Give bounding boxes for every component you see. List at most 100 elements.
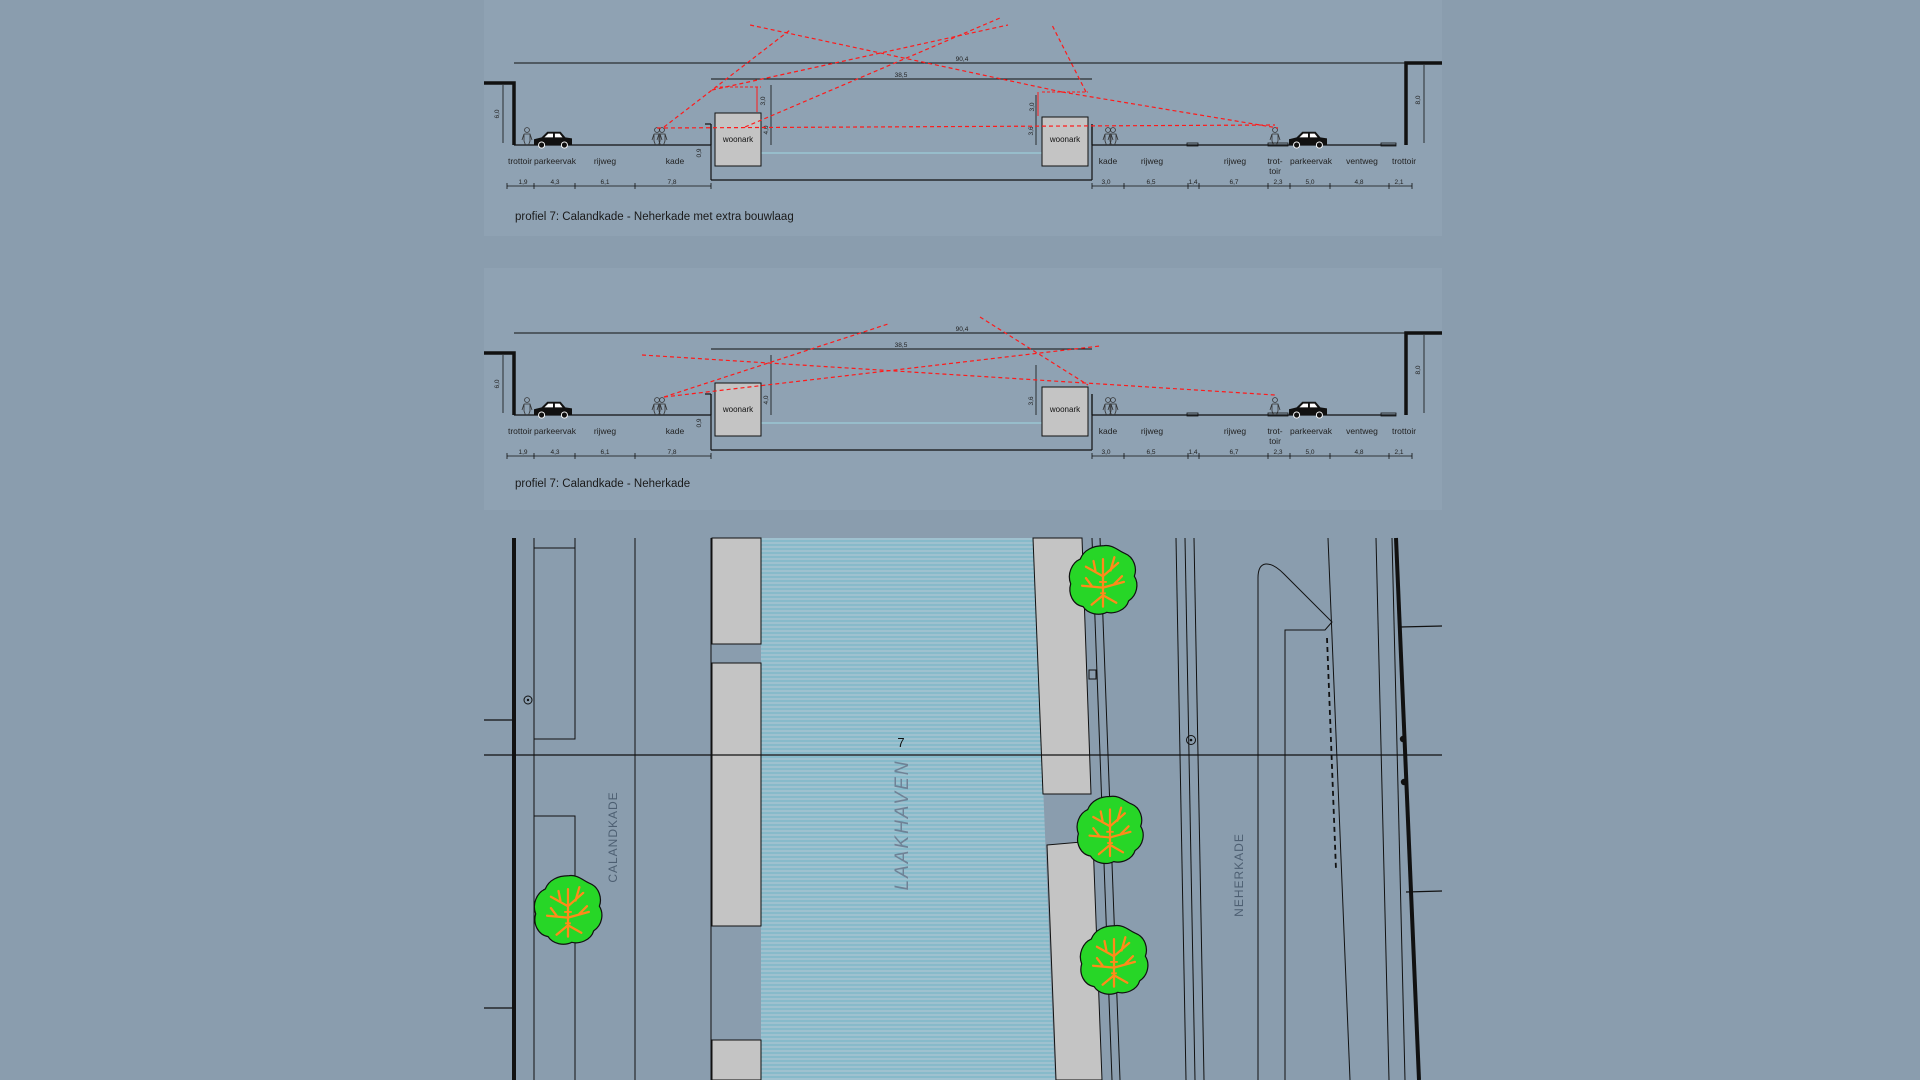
houseboat-plan bbox=[711, 662, 762, 927]
dimension-label: 1,9 bbox=[518, 179, 527, 186]
profile-label: rijweg bbox=[594, 156, 616, 166]
houseboat-right bbox=[1041, 116, 1089, 167]
houseboat-label: woonark bbox=[722, 135, 754, 144]
profile-label: rijweg bbox=[1141, 426, 1163, 436]
harbour-water bbox=[712, 538, 1055, 1080]
dimension-label: 6,7 bbox=[1229, 449, 1238, 456]
sight-line bbox=[744, 17, 1001, 128]
profile-label: parkeervak bbox=[1290, 156, 1333, 166]
profile-label: rijweg bbox=[1141, 156, 1163, 166]
profile-label: parkeervak bbox=[534, 156, 577, 166]
houseboat-plan bbox=[711, 1039, 762, 1080]
dimension-label: 1,4 bbox=[1188, 449, 1197, 456]
sight-line bbox=[711, 24, 1009, 91]
profile-label: kade bbox=[1099, 426, 1118, 436]
profile-caption: profiel 7: Calandkade - Neherkade bbox=[515, 478, 690, 490]
dimension-label: 5,0 bbox=[1305, 179, 1314, 186]
dimension-label: 4,8 bbox=[1354, 449, 1363, 456]
dimension-overall: 90,4 bbox=[956, 56, 969, 63]
houseboat-label: woonark bbox=[1049, 135, 1081, 144]
profile-label: rijweg bbox=[1224, 156, 1246, 166]
dimension-quay: 0,9 bbox=[696, 148, 703, 157]
facade-right bbox=[1394, 537, 1421, 1080]
profile-label: ventweg bbox=[1346, 426, 1378, 436]
dimension-label: 6,7 bbox=[1229, 179, 1238, 186]
sight-line bbox=[663, 29, 791, 128]
dimension-label: 2,1 bbox=[1394, 179, 1403, 186]
profile-label: ventweg bbox=[1346, 156, 1378, 166]
facade-left bbox=[484, 81, 516, 145]
profile-label: kade bbox=[1099, 156, 1118, 166]
dimension-label: 4,3 bbox=[550, 179, 559, 186]
profile-label: trottoir bbox=[1392, 156, 1416, 166]
dimension-label: 1,9 bbox=[518, 449, 527, 456]
houseboat-plan bbox=[711, 537, 762, 645]
dimension-label: 6,5 bbox=[1146, 179, 1155, 186]
dimension-right-height: 8,0 bbox=[1415, 95, 1422, 104]
profile-label: parkeervak bbox=[534, 426, 577, 436]
profile-label: rijweg bbox=[1224, 426, 1246, 436]
dimension-label: 2,3 bbox=[1273, 449, 1282, 456]
dimension-boat-left: 4,0 bbox=[763, 125, 770, 134]
sight-line bbox=[656, 124, 1276, 129]
sight-line bbox=[663, 345, 1101, 398]
dimension-harbour: 38,5 bbox=[895, 342, 908, 349]
dimension-label: 6,1 bbox=[600, 179, 609, 186]
dimension-harbour: 38,5 bbox=[895, 72, 908, 79]
dimension-label: 7,8 bbox=[667, 449, 676, 456]
profile-label: rijweg bbox=[594, 426, 616, 436]
dimension-label: 7,8 bbox=[667, 179, 676, 186]
sight-line bbox=[1061, 91, 1279, 129]
lane-marking bbox=[1326, 637, 1337, 871]
tree-icon bbox=[533, 874, 604, 946]
dimension-label: 5,0 bbox=[1305, 449, 1314, 456]
facade-left bbox=[484, 351, 516, 415]
profile-label: trottoir bbox=[1392, 426, 1416, 436]
street-label-calandkade: CALANDKADE bbox=[606, 791, 620, 882]
dimension-overall: 90,4 bbox=[956, 326, 969, 333]
houseboat-label: woonark bbox=[722, 405, 754, 414]
dimension-boat-right: 3,6 bbox=[1028, 396, 1035, 405]
dimension-label: 2,1 bbox=[1394, 449, 1403, 456]
dimension-extra-right: 3,0 bbox=[1029, 102, 1036, 111]
harbour-label: LAAKHAVEN bbox=[892, 760, 913, 891]
dimension-left-height: 6,0 bbox=[494, 379, 501, 388]
dimension-label: 3,0 bbox=[1101, 449, 1110, 456]
sight-line bbox=[663, 323, 889, 398]
dimension-boat-right: 3,6 bbox=[1028, 126, 1035, 135]
profile-label: parkeervak bbox=[1290, 426, 1333, 436]
houseboat-right bbox=[1041, 386, 1089, 437]
profile-caption: profiel 7: Calandkade - Neherkade met ex… bbox=[515, 211, 794, 223]
dimension-extra-left: 3,0 bbox=[760, 96, 767, 105]
parking-strip bbox=[533, 547, 576, 740]
profile-label: trottoir bbox=[508, 426, 532, 436]
profile-label: trottoir bbox=[508, 156, 532, 166]
dimension-label: 3,0 bbox=[1101, 179, 1110, 186]
dimension-label: 4,3 bbox=[550, 449, 559, 456]
dimension-label: 4,8 bbox=[1354, 179, 1363, 186]
dimension-boat-left: 4,0 bbox=[763, 395, 770, 404]
dimension-label: 1,4 bbox=[1188, 179, 1197, 186]
houseboat-left bbox=[714, 382, 762, 437]
section-marker: 7 bbox=[897, 735, 904, 750]
dimension-label: 6,5 bbox=[1146, 449, 1155, 456]
street-label-neherkade: NEHERKADE bbox=[1232, 833, 1246, 917]
sight-line bbox=[641, 354, 1276, 396]
sight-line bbox=[1051, 24, 1087, 93]
street-profile-base: woonark woonark 90,4 38,5 6,0 8,0 4,0 3,6 0,9 tro… bbox=[484, 316, 1442, 490]
panel-profile-extra bbox=[484, 0, 1442, 236]
profile-label: kade bbox=[666, 156, 685, 166]
profile-label: trot-toir bbox=[1267, 156, 1282, 176]
houseboat-label: woonark bbox=[1049, 405, 1081, 414]
plan-view: 7 CALANDKADE NEHERKADE LAAKHAVEN bbox=[484, 537, 1443, 1080]
dimension-label: 2,3 bbox=[1273, 179, 1282, 186]
sight-line bbox=[979, 316, 1089, 386]
dimension-label: 6,1 bbox=[600, 449, 609, 456]
dimension-quay: 0,9 bbox=[696, 418, 703, 427]
profile-label: trot-toir bbox=[1267, 426, 1282, 446]
median-island bbox=[1257, 563, 1333, 1080]
panel-profile-base bbox=[484, 268, 1442, 510]
dimension-right-height: 8,0 bbox=[1415, 365, 1422, 374]
